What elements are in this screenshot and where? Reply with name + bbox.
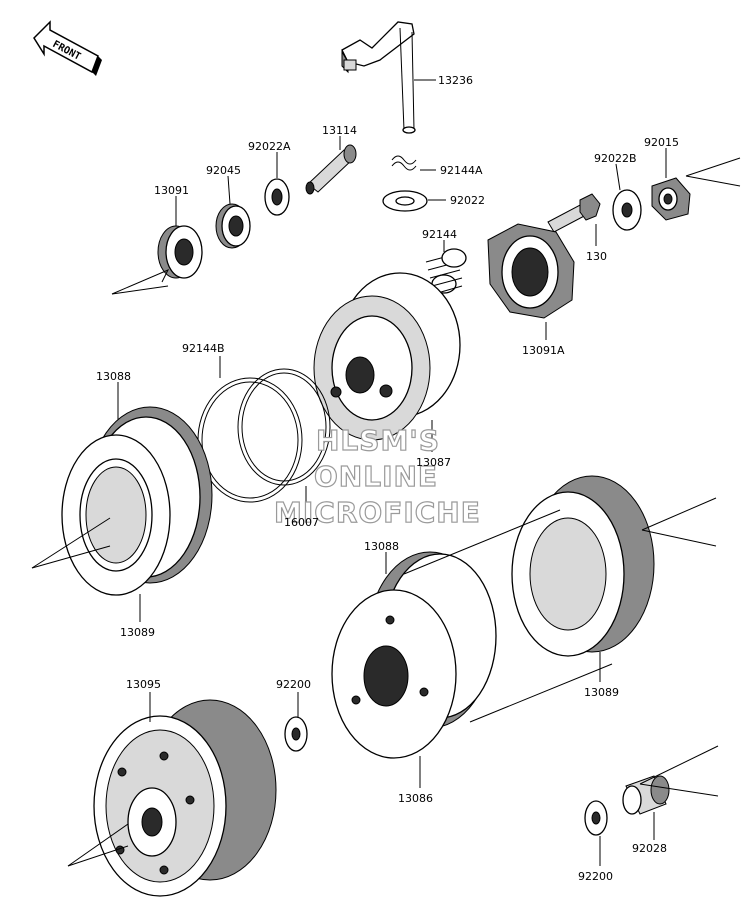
label-13088-upper: 13088 xyxy=(96,370,131,383)
part-92028-collar xyxy=(622,775,670,815)
watermark-line-3: MICROFICHE xyxy=(274,496,481,529)
label-92144A: 92144A xyxy=(440,164,483,177)
label-13095: 13095 xyxy=(126,678,161,691)
part-13089-steel-plate-left xyxy=(61,434,171,596)
part-92022-washer xyxy=(382,190,428,212)
part-13086-pressure-plate xyxy=(331,589,457,759)
label-92144B: 92144B xyxy=(182,342,225,355)
watermark-line-1: HLSM'S xyxy=(316,424,440,457)
label-13089-right: 13089 xyxy=(584,686,619,699)
part-92022A-washer xyxy=(264,178,290,216)
part-92144A-spring xyxy=(391,155,417,171)
label-92045: 92045 xyxy=(206,164,241,177)
part-92144B-ring xyxy=(197,377,303,503)
part-92045-bearing xyxy=(215,203,251,249)
part-13091-holder xyxy=(157,225,203,279)
label-13087: 13087 xyxy=(416,456,451,469)
label-92200-lower: 92200 xyxy=(578,870,613,883)
label-13089-left: 13089 xyxy=(120,626,155,639)
part-13087-hub xyxy=(313,272,461,441)
part-13091A-plate xyxy=(487,223,575,319)
part-13089-steel-plate-right xyxy=(511,475,655,657)
front-arrow: FRONT xyxy=(33,20,102,76)
label-13114: 13114 xyxy=(322,124,357,137)
watermark-line-2: ONLINE xyxy=(314,460,438,493)
label-13088-lower: 13088 xyxy=(364,540,399,553)
label-130: 130 xyxy=(586,250,607,263)
part-16007-ring xyxy=(237,368,331,486)
label-92028: 92028 xyxy=(632,842,667,855)
part-labels: 13236 13114 92022A 92045 13091 92144A 92… xyxy=(96,74,679,883)
part-92022B-washer xyxy=(612,189,642,231)
label-16007: 16007 xyxy=(284,516,319,529)
part-92200-washer-lower xyxy=(584,800,608,836)
label-13086: 13086 xyxy=(398,792,433,805)
part-92200-washer-upper xyxy=(284,716,308,752)
label-92200-upper: 92200 xyxy=(276,678,311,691)
label-92022B: 92022B xyxy=(594,152,637,165)
part-13114-rod xyxy=(305,144,357,195)
part-13095-housing xyxy=(93,699,277,897)
label-13091: 13091 xyxy=(154,184,189,197)
leader-lines xyxy=(31,79,741,867)
label-92015: 92015 xyxy=(644,136,679,149)
watermark: HLSM'S ONLINE MICROFICHE xyxy=(273,423,481,529)
label-13091A: 13091A xyxy=(522,344,565,357)
part-13236-lever xyxy=(341,21,416,134)
label-92022A: 92022A xyxy=(248,140,291,153)
label-13236: 13236 xyxy=(438,74,473,87)
part-130-bolt xyxy=(547,193,601,233)
label-92022: 92022 xyxy=(450,194,485,207)
label-92144: 92144 xyxy=(422,228,457,241)
part-92015-nut xyxy=(651,177,691,221)
